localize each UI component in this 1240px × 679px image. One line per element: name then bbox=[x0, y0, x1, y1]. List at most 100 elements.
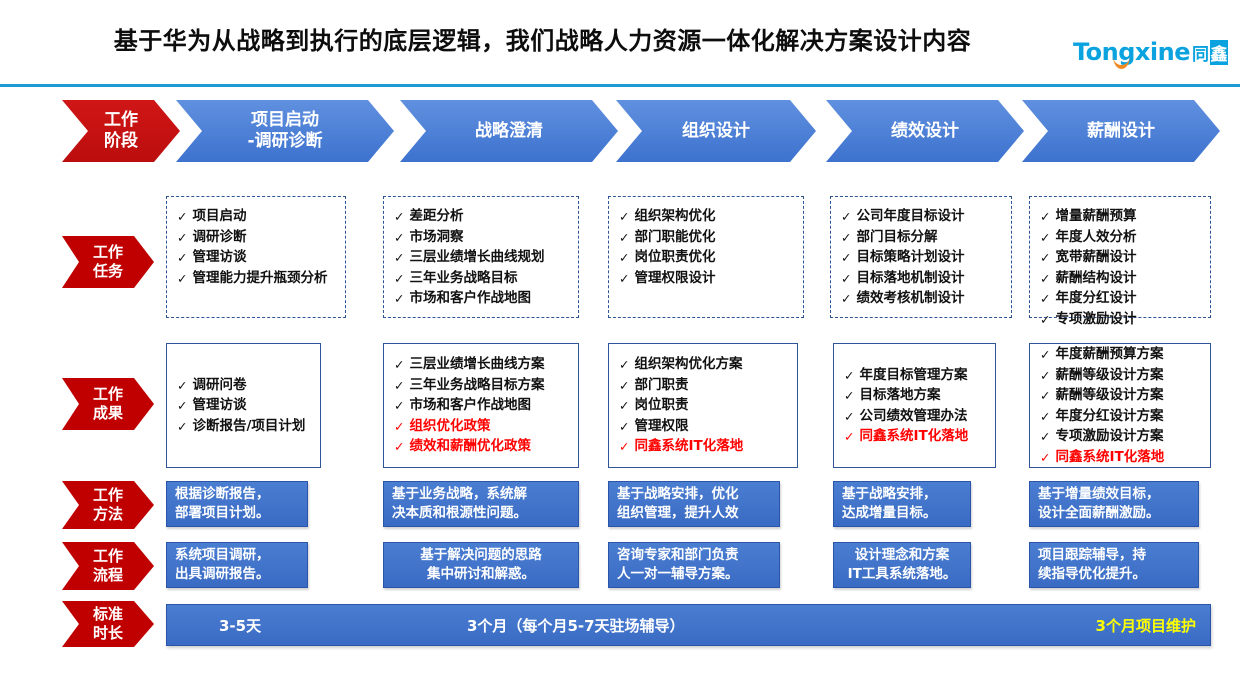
check-icon: ✓ bbox=[844, 408, 855, 424]
list-item: ✓部门职责 bbox=[619, 376, 791, 396]
method-1-line2: 部署项目计划。 bbox=[175, 505, 270, 521]
check-icon: ✓ bbox=[1040, 229, 1051, 245]
check-icon: ✓ bbox=[1040, 347, 1051, 362]
check-icon: ✓ bbox=[394, 250, 405, 265]
task-card-3: ✓组织架构优化 ✓部门职能优化 ✓岗位职责优化 ✓管理权限设计 bbox=[608, 196, 804, 318]
check-icon: ✓ bbox=[177, 209, 188, 224]
stage-chevron-3[interactable]: 组织设计 bbox=[616, 100, 816, 162]
check-icon: ✓ bbox=[394, 229, 405, 245]
brand-logo-cjk: 同鑫 bbox=[1192, 40, 1228, 66]
list-item: ✓薪酬等级设计方案 bbox=[1040, 386, 1204, 406]
method-box-5: 基于增量绩效目标， 设计全面薪酬激励。 bbox=[1029, 481, 1199, 527]
brand-cjk-2: 鑫 bbox=[1209, 40, 1228, 65]
list-item: ✓薪酬结构设计 bbox=[1040, 269, 1202, 289]
method-2-line2: 决本质和根源性问题。 bbox=[392, 505, 527, 521]
process-2-line2: 集中研讨和解惑。 bbox=[427, 566, 535, 582]
process-3-line1: 咨询专家和部门负责 bbox=[617, 547, 739, 563]
check-icon: ✓ bbox=[1040, 250, 1051, 265]
check-icon: ✓ bbox=[177, 398, 188, 414]
task-card-2: ✓差距分析 ✓市场洞察 ✓三层业绩增长曲线规划 ✓三年业务战略目标 ✓市场和客户… bbox=[383, 196, 579, 318]
method-box-2: 基于业务战略，系统解决本质和根源性问题。 bbox=[383, 481, 579, 527]
list-item: ✓岗位职责优化 bbox=[619, 248, 795, 268]
list-item: ✓专项激励设计方案 bbox=[1040, 427, 1204, 447]
page-title: 基于华为从战略到执行的底层逻辑，我们战略人力资源一体化解决方案设计内容 bbox=[113, 27, 972, 55]
check-icon: ✓ bbox=[1040, 408, 1051, 424]
list-item: ✓部门目标分解 bbox=[841, 228, 1003, 248]
task-card-5: ✓增量薪酬预算 ✓年度人效分析 ✓宽带薪酬设计 ✓薪酬结构设计 ✓年度分红设计 … bbox=[1029, 196, 1211, 327]
row-label-methods: 工作方法 bbox=[62, 481, 154, 529]
slide-header: 基于华为从战略到执行的底层逻辑，我们战略人力资源一体化解决方案设计内容 Tong… bbox=[0, 0, 1240, 87]
check-icon: ✓ bbox=[619, 398, 630, 414]
stage-label-line2: 阶段 bbox=[104, 131, 138, 151]
check-icon: ✓ bbox=[394, 418, 405, 434]
method-5-line1: 基于增量绩效目标， bbox=[1038, 486, 1160, 502]
check-icon: ✓ bbox=[394, 377, 405, 393]
stage-1-line1: 项目启动 bbox=[251, 110, 319, 130]
list-item: ✓绩效和薪酬优化政策 bbox=[394, 437, 572, 457]
process-box-1: 系统项目调研，出具调研报告。 bbox=[166, 542, 308, 588]
stage-label-line1: 工作 bbox=[104, 110, 138, 130]
brand-smile-icon bbox=[1112, 56, 1130, 69]
process-4-line1: 设计理念和方案 bbox=[854, 547, 950, 563]
result-card-3: ✓组织架构优化方案 ✓部门职责 ✓岗位职责 ✓管理权限 ✓同鑫系统IT化落地 bbox=[608, 343, 798, 468]
list-item: ✓专项激励设计 bbox=[1040, 310, 1202, 330]
stage-5-line1: 薪酬设计 bbox=[1087, 120, 1155, 141]
check-icon: ✓ bbox=[177, 418, 188, 434]
stage-1-line2: -调研诊断 bbox=[247, 131, 323, 151]
list-item: ✓组织架构优化方案 bbox=[619, 355, 791, 375]
process-5-line1: 项目跟踪辅导，持 bbox=[1038, 547, 1146, 563]
check-icon: ✓ bbox=[1040, 449, 1051, 465]
stage-chevron-4[interactable]: 绩效设计 bbox=[826, 100, 1024, 162]
process-4-line2: IT工具系统落地。 bbox=[847, 566, 957, 582]
list-item: ✓差距分析 bbox=[394, 207, 570, 227]
row-label-duration-line1: 标准 bbox=[92, 605, 123, 623]
task-card-4: ✓公司年度目标设计 ✓部门目标分解 ✓目标策略计划设计 ✓目标落地机制设计 ✓绩… bbox=[830, 196, 1012, 318]
row-label-duration-line2: 时长 bbox=[92, 624, 123, 642]
method-2-line1: 基于业务战略，系统解 bbox=[392, 486, 527, 502]
stage-chevron-1[interactable]: 项目启动-调研诊断 bbox=[176, 100, 394, 162]
check-icon: ✓ bbox=[394, 439, 405, 455]
brand-logo-latin: Tongxine bbox=[1072, 38, 1191, 66]
stage-3-line1: 组织设计 bbox=[682, 120, 750, 141]
check-icon: ✓ bbox=[619, 357, 630, 373]
method-box-3: 基于战略安排，优化组织管理，提升人效 bbox=[608, 481, 780, 527]
duration-left: 3-5天 bbox=[219, 616, 262, 635]
check-icon: ✓ bbox=[841, 229, 852, 245]
check-icon: ✓ bbox=[394, 398, 405, 414]
check-icon: ✓ bbox=[1040, 367, 1051, 383]
list-item: ✓市场和客户作战地图 bbox=[394, 289, 570, 309]
list-item: ✓项目启动 bbox=[177, 207, 337, 227]
list-item: ✓管理权限 bbox=[619, 417, 791, 437]
row-label-methods-line1: 工作 bbox=[92, 486, 123, 504]
brand-cjk-1: 同 bbox=[1192, 45, 1209, 65]
check-icon: ✓ bbox=[1040, 388, 1051, 403]
list-item: ✓调研问卷 bbox=[177, 376, 314, 396]
list-item: ✓组织架构优化 bbox=[619, 207, 795, 227]
stage-4-line1: 绩效设计 bbox=[891, 120, 959, 141]
check-icon: ✓ bbox=[1040, 209, 1051, 224]
method-1-line1: 根据诊断报告， bbox=[175, 486, 270, 502]
check-icon: ✓ bbox=[1040, 311, 1051, 327]
check-icon: ✓ bbox=[394, 357, 405, 373]
list-item: ✓目标落地机制设计 bbox=[841, 269, 1003, 289]
list-item: ✓增量薪酬预算 bbox=[1040, 207, 1202, 227]
brand-logo: Tongxine 同鑫 bbox=[1072, 38, 1228, 69]
stage-chevron-2[interactable]: 战略澄清 bbox=[400, 100, 618, 162]
method-4-line2: 达成增量目标。 bbox=[842, 505, 937, 521]
check-icon: ✓ bbox=[619, 250, 630, 265]
stage-chevron-5[interactable]: 薪酬设计 bbox=[1022, 100, 1220, 162]
list-item: ✓年度分红设计方案 bbox=[1040, 407, 1204, 427]
row-label-methods-line2: 方法 bbox=[92, 505, 123, 523]
list-item: ✓目标落地方案 bbox=[844, 386, 989, 406]
check-icon: ✓ bbox=[394, 291, 405, 306]
method-4-line1: 基于战略安排， bbox=[842, 486, 937, 502]
method-5-line2: 设计全面薪酬激励。 bbox=[1038, 505, 1160, 521]
list-item: ✓市场和客户作战地图 bbox=[394, 396, 572, 416]
list-item: ✓岗位职责 bbox=[619, 396, 791, 416]
list-item: ✓宽带薪酬设计 bbox=[1040, 248, 1202, 268]
row-label-tasks-line2: 任务 bbox=[92, 262, 123, 280]
process-2-line1: 基于解决问题的思路 bbox=[420, 547, 542, 563]
task-card-1: ✓项目启动 ✓调研诊断 ✓管理访谈 ✓管理能力提升瓶颈分析 bbox=[166, 196, 346, 318]
process-5-line2: 续指导优化提升。 bbox=[1038, 566, 1146, 582]
check-icon: ✓ bbox=[619, 439, 630, 455]
